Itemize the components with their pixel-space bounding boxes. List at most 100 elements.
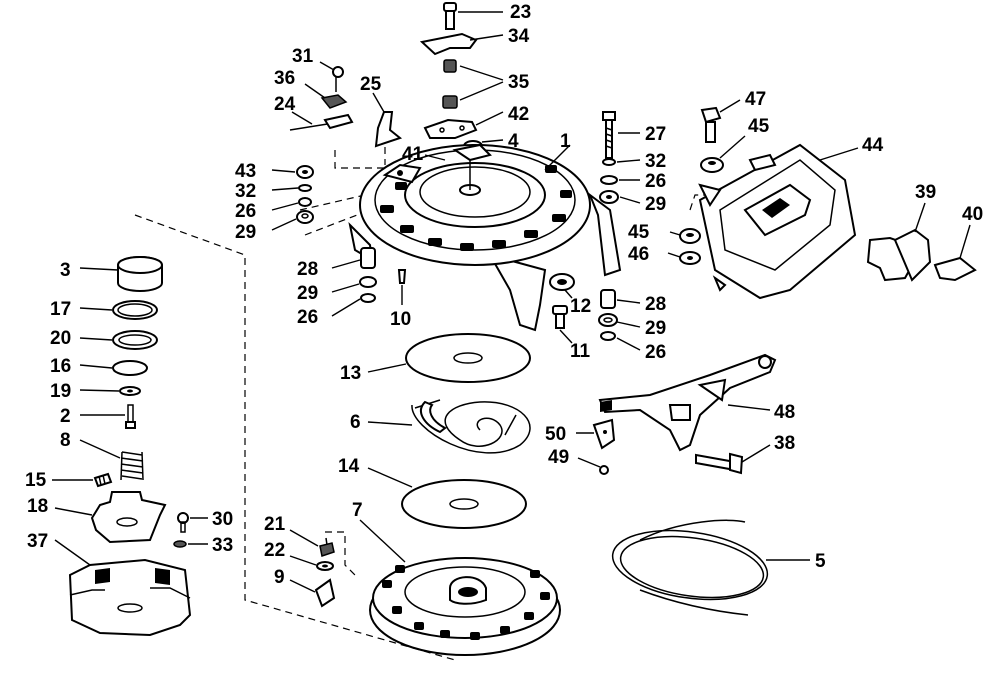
part-45b-grommet [679,228,701,244]
part-9-pawl [314,578,336,608]
callout-22: 22 [264,540,285,561]
left-spacer-stack [359,247,377,303]
part-8-spring [120,451,144,481]
part-39-handle [866,228,932,282]
part-34-bracket [419,32,478,56]
callout-33: 33 [212,535,233,556]
callout-26a: 26 [235,201,256,222]
callout-8: 8 [60,430,71,451]
part-44-handle-housing [698,143,857,300]
part-2-screw [125,404,136,429]
part-33-nut [173,540,187,548]
part-18-plate [90,491,167,544]
callout-29b: 29 [645,194,666,215]
part-25-lever [374,111,403,148]
part-20-ring [112,330,158,350]
part-17-ring [112,300,158,320]
part-36-clip [320,94,348,109]
callout-48: 48 [774,402,795,423]
part-10-pin [397,269,407,284]
callout-46: 46 [628,244,649,265]
part-50-plate [592,418,616,450]
callout-25: 25 [360,74,382,95]
callout-39: 39 [915,182,936,203]
part-40-insert [933,256,977,282]
left-washer-stack [296,165,314,224]
part-11-screw [552,305,568,329]
callout-50: 50 [545,424,566,445]
callout-29a: 29 [235,222,256,243]
part-23-bolt [443,2,457,30]
callout-11: 11 [570,341,591,362]
part-3-bushing [117,256,163,292]
part-48-lever-arm [598,353,777,452]
callout-43: 43 [235,161,256,182]
part-24-rod [289,113,354,131]
part-6-spring [411,399,531,454]
part-19-washer [119,386,141,396]
callout-32a: 32 [235,181,256,202]
right-washer-stack [599,158,619,204]
callout-17: 17 [50,299,71,320]
callout-45b: 45 [628,222,650,243]
callout-7: 7 [352,500,363,521]
callout-37: 37 [27,531,48,552]
callout-44: 44 [862,135,884,156]
callout-29d: 29 [645,318,666,339]
callout-4: 4 [508,131,519,152]
callout-35: 35 [508,72,530,93]
part-27-bolt [602,111,616,159]
callout-30: 30 [212,509,233,530]
callout-5: 5 [815,551,826,572]
callout-26b: 26 [645,171,666,192]
callout-31: 31 [292,46,314,67]
callout-16: 16 [50,356,71,377]
part-5-starter-rope [611,519,769,616]
callout-29c: 29 [297,283,318,304]
callout-28b: 28 [645,294,666,315]
callout-2: 2 [60,406,71,427]
part-47-bolt [700,106,722,143]
callout-28a: 28 [297,259,318,280]
part-16-ring [112,360,148,376]
part-38-bolt [695,452,744,475]
callout-45a: 45 [748,116,770,137]
callout-42: 42 [508,104,529,125]
callout-19: 19 [50,381,71,402]
callout-49: 49 [548,447,569,468]
part-7-pulley [369,557,561,656]
callout-15: 15 [25,470,47,491]
part-45-grommet [700,157,724,173]
callout-12: 12 [570,296,591,317]
callout-27: 27 [645,124,666,145]
callout-3: 3 [60,260,71,281]
part-15-spring [93,472,113,488]
callout-6: 6 [350,412,361,433]
callout-14: 14 [338,456,360,477]
callout-34: 34 [508,26,530,47]
part-30-screw [177,512,189,533]
callout-32b: 32 [645,151,666,172]
callout-9: 9 [274,567,285,588]
part-31-screw [332,66,344,92]
callout-47: 47 [745,89,766,110]
callout-26d: 26 [645,342,666,363]
part-21-nut [319,537,335,557]
callout-21: 21 [264,514,286,535]
callout-41: 41 [402,144,424,165]
right-spacer-stack [598,289,618,341]
part-13-disc [405,333,531,383]
callout-24: 24 [274,94,296,115]
callout-38: 38 [774,433,795,454]
part-49-screw [599,465,609,475]
callout-20: 20 [50,328,71,349]
callout-10: 10 [390,309,411,330]
callout-23: 23 [510,2,531,23]
part-1-housing [348,143,622,332]
part-37-cup [68,558,192,637]
part-46-washer [679,251,701,265]
part-42-plate [423,118,478,139]
callout-1: 1 [560,131,571,152]
part-14-disc [401,479,527,529]
callout-13: 13 [340,363,361,384]
